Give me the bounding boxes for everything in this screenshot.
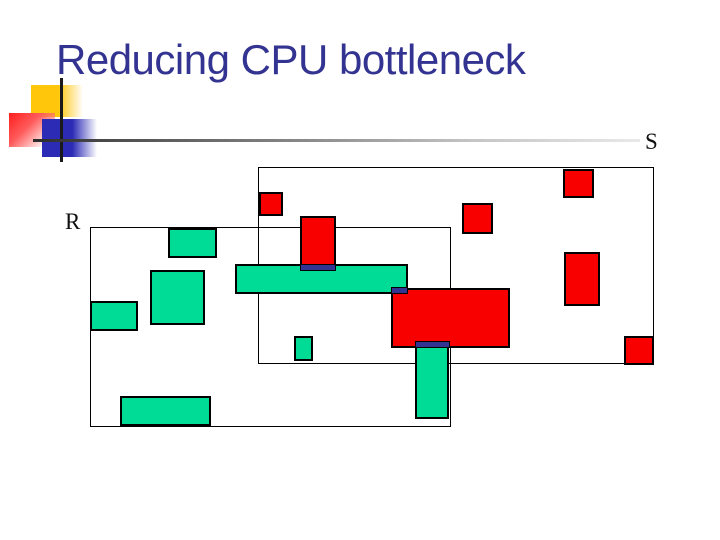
green-rect <box>415 342 449 419</box>
slide-title: Reducing CPU bottleneck <box>56 36 526 83</box>
dataset-r-label: R <box>65 209 81 234</box>
green-rect <box>120 396 211 426</box>
decor-blue-square <box>42 119 97 157</box>
red-rect <box>300 216 336 271</box>
red-rect <box>462 203 493 234</box>
overlap-marker <box>300 264 336 271</box>
dataset-s-label: S <box>645 129 658 154</box>
decor-horizontal-rule <box>33 139 640 142</box>
green-rect <box>294 336 313 361</box>
decor-vertical-line <box>60 78 63 162</box>
overlap-marker <box>391 287 408 294</box>
red-rect <box>391 288 510 348</box>
overlap-marker <box>415 341 450 348</box>
red-rect <box>563 169 594 198</box>
green-rect <box>150 270 205 325</box>
green-rect <box>90 301 138 331</box>
red-rect <box>259 192 283 216</box>
green-rect <box>168 228 217 258</box>
red-rect <box>564 252 600 306</box>
red-rect <box>624 336 654 365</box>
decor-yellow-square <box>31 85 83 117</box>
